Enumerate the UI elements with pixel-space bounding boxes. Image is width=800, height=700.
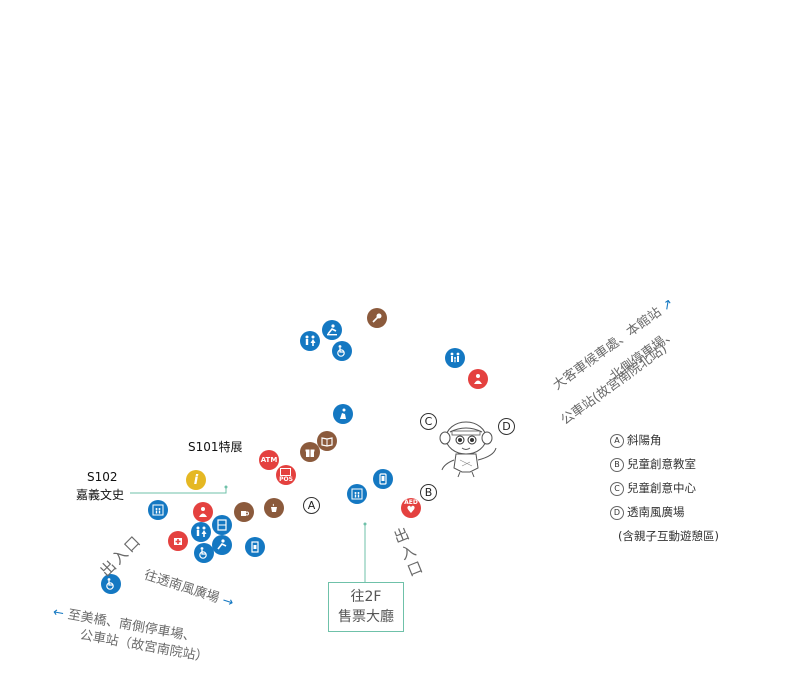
marker-a[interactable]: A <box>303 497 320 514</box>
s102-code-label: S102 <box>87 470 118 484</box>
aed-icon[interactable]: AED ♥ <box>401 498 421 518</box>
accessible-entrance-icon[interactable] <box>101 574 121 594</box>
family-restroom-icon[interactable] <box>445 348 465 368</box>
nursing-mother-icon[interactable] <box>193 502 213 522</box>
atm-icon-text: ATM <box>260 455 278 464</box>
box-line1: 往2F <box>350 589 382 605</box>
prayer-room-icon[interactable] <box>333 404 353 424</box>
wheelchair-icon[interactable] <box>194 543 214 563</box>
coffee-cup-icon[interactable] <box>264 498 284 518</box>
mobile-phone-icon[interactable] <box>373 469 393 489</box>
book-shop-icon[interactable] <box>317 431 337 451</box>
locker-icon[interactable] <box>212 515 232 535</box>
atm-icon[interactable]: ATM <box>259 450 279 470</box>
nursing-room-icon[interactable] <box>468 369 488 389</box>
s102-name-label: 嘉義文史 <box>76 488 125 502</box>
to-2f-ticket-hall-box[interactable]: 往2F 售票大廳 <box>328 582 404 632</box>
info-icon-text: i <box>193 472 199 488</box>
first-aid-icon[interactable] <box>168 531 188 551</box>
diaper-changing-icon[interactable] <box>322 320 342 340</box>
left-arrow-icon: ← <box>51 604 66 622</box>
restroom-icon[interactable] <box>300 331 320 351</box>
gift-shop-icon[interactable] <box>300 442 320 462</box>
pos-terminal-icon[interactable]: POS <box>276 465 296 485</box>
cafe-icon[interactable] <box>234 502 254 522</box>
accessible-toilet-icon[interactable] <box>332 341 352 361</box>
legend-note: (含親子互動遊憩區) <box>618 529 719 543</box>
s101-special-exhibition-label: S101特展 <box>188 440 243 454</box>
pos-icon-text: POS <box>279 475 293 483</box>
phone-charging-icon[interactable] <box>245 537 265 557</box>
elevator-icon[interactable] <box>148 500 168 520</box>
lecture-microphone-icon[interactable] <box>367 308 387 328</box>
marker-d[interactable]: D <box>498 418 515 435</box>
information-desk-icon[interactable]: i <box>186 470 206 490</box>
aed-icon-text: AED <box>404 499 418 506</box>
restroom-icon-2[interactable] <box>191 522 211 542</box>
elevator-icon-2[interactable] <box>347 484 367 504</box>
baby-changing-icon[interactable] <box>212 535 232 555</box>
monkey-mascot-illustration <box>439 421 497 478</box>
marker-c[interactable]: C <box>420 413 437 430</box>
marker-b[interactable]: B <box>420 484 437 501</box>
box-line2: 售票大廳 <box>338 609 394 625</box>
s102-leader-line <box>130 487 227 494</box>
